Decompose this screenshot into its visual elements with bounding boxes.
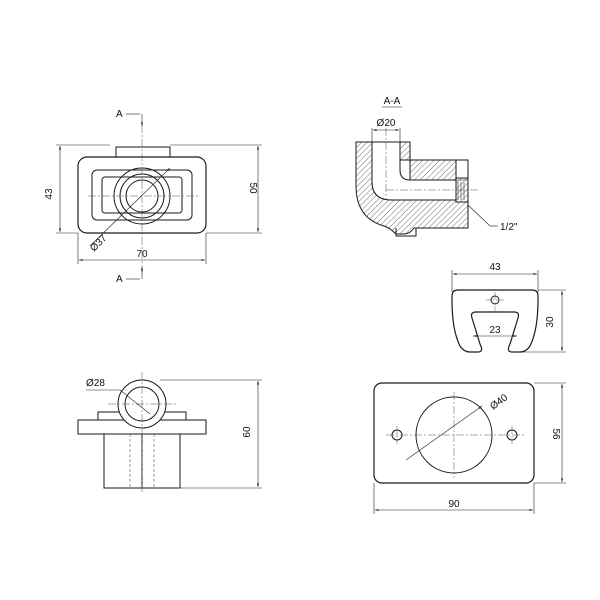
dim-50-label: 50 <box>247 182 258 194</box>
dim-b43-label: 43 <box>489 262 501 273</box>
section-collar-right <box>399 141 411 161</box>
dim-d40-label: Ø40 <box>488 392 510 412</box>
dim-d40-leader <box>405 405 483 461</box>
section-title: A-A <box>384 96 401 107</box>
plate-outline <box>373 382 535 484</box>
section-bottom-flange <box>395 228 417 237</box>
section-view: A-A Ø20 1/2" <box>355 96 518 237</box>
dim-56-label: 56 <box>550 428 561 440</box>
section-marker-bottom: A <box>116 274 123 285</box>
dim-b30-label: 30 <box>545 316 556 328</box>
thread-leader <box>467 204 491 227</box>
front-top-tab <box>115 146 171 157</box>
thread-label: 1/2" <box>500 222 518 233</box>
dim-d20-label: Ø20 <box>377 118 396 129</box>
dim-70-label: 70 <box>136 249 148 260</box>
bracket-view: 43 23 30 <box>451 262 566 353</box>
side-view: Ø28 60 <box>77 372 262 494</box>
dim-d37-leader <box>89 167 171 247</box>
plate-view: Ø40 56 90 <box>373 382 566 514</box>
section-top-wall <box>409 159 457 181</box>
dim-b23-label: 23 <box>489 325 501 336</box>
section-marker-top: A <box>116 109 123 120</box>
dim-d28-label: Ø28 <box>86 378 105 389</box>
dim-60-label: 60 <box>242 426 253 438</box>
front-view: A A 43 50 70 Ø37 <box>44 109 262 285</box>
dim-90-label: 90 <box>448 499 460 510</box>
dim-d37-label: Ø37 <box>88 233 109 254</box>
dim-d28-leader <box>119 389 151 415</box>
dim-43-label: 43 <box>44 188 55 200</box>
bracket-outline <box>451 289 539 353</box>
